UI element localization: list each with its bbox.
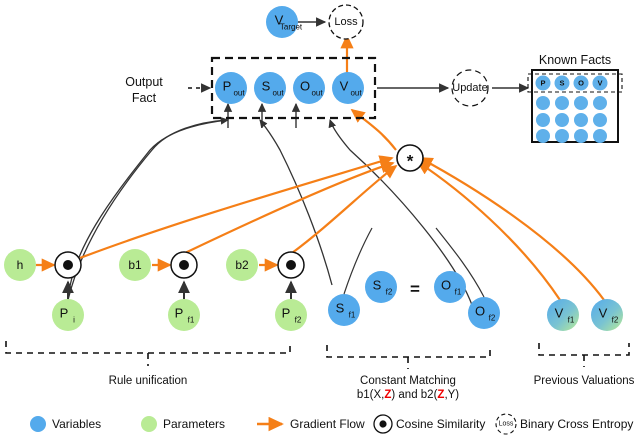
legend-variables-swatch [30, 416, 46, 432]
legend-parameters-label: Parameters [163, 417, 225, 431]
node-o-out-main: O [300, 79, 310, 94]
node-o-f1-main: O [441, 278, 451, 293]
brace-rule-unification [5, 341, 291, 354]
caption-constant-matching: Constant Matching [360, 375, 456, 387]
legend-binary-cross-entropy-label: Binary Cross Entropy [520, 417, 633, 431]
node-update: Update [451, 69, 489, 107]
known-facts-header-p: P [540, 79, 545, 88]
output-fact-label-line2: Fact [132, 91, 157, 105]
node-loss: Loss [328, 4, 364, 40]
node-o-f1: O f1 [434, 271, 466, 303]
node-p-f1-main: P [175, 306, 184, 321]
node-p-out-main: P [223, 79, 232, 94]
legend: Variables Parameters Gradient Flow Cosin… [30, 413, 633, 435]
node-v-out: V out [332, 72, 364, 104]
node-v-f1-main: V [555, 306, 564, 321]
node-s-f1-main: S [336, 301, 345, 316]
node-v-target: V Target [266, 6, 303, 38]
legend-variables-label: Variables [52, 417, 101, 431]
formula-part-4: ,Y) [444, 389, 459, 401]
caption-constant-matching-formula: b1(X,Z) and b2(Z,Y) [357, 389, 459, 401]
node-o-f2-sub: f2 [489, 314, 496, 323]
node-s-f1-sub: f1 [349, 311, 356, 320]
constant-matching-curves [343, 227, 485, 298]
node-v-out-sub: out [350, 89, 362, 98]
node-update-label: Update [452, 82, 487, 94]
known-facts-body-circles [536, 96, 607, 143]
node-b1: b1 [119, 249, 151, 281]
node-o-out: O out [293, 72, 325, 104]
node-s-f2-main: S [373, 278, 382, 293]
known-facts-title: Known Facts [539, 53, 611, 67]
known-facts-header-row: P S O V [535, 75, 608, 91]
node-loss-label: Loss [334, 16, 358, 28]
node-o-out-sub: out [311, 89, 323, 98]
node-s-f1: S f1 [328, 294, 360, 326]
node-s-out-main: S [262, 79, 271, 94]
node-v-target-sub: Target [280, 23, 303, 32]
output-fact-box [210, 56, 377, 120]
node-p-f2-sub: f2 [295, 316, 302, 325]
node-cosine-2 [170, 251, 198, 279]
node-s-f2-sub: f2 [386, 288, 393, 297]
known-facts-panel: P S O V [527, 69, 623, 143]
node-p-f1: P f1 [168, 299, 200, 331]
formula-part-0: b1(X, [357, 389, 385, 401]
node-cosine-3 [277, 251, 305, 279]
node-o-f1-sub: f1 [455, 288, 462, 297]
node-b2-label: b2 [235, 258, 249, 272]
node-v-target-main: V [275, 13, 284, 28]
node-s-out-sub: out [272, 89, 284, 98]
node-p-f2-main: P [282, 306, 291, 321]
formula-part-2: ) and b2( [391, 389, 437, 401]
caption-rule-unification: Rule unification [109, 375, 188, 387]
node-product: * [396, 144, 424, 172]
known-facts-header-s: S [559, 79, 564, 88]
brace-previous-valuations [538, 343, 630, 356]
legend-cosine-similarity-label: Cosine Similarity [396, 417, 485, 431]
formula-part-3: Z [437, 389, 444, 401]
node-p-f2: P f2 [275, 299, 307, 331]
node-o-f2: O f2 [468, 297, 500, 329]
gradient-flow-edges [36, 34, 605, 301]
output-fact-label-line1: Output [125, 75, 163, 89]
node-s-out: S out [254, 72, 286, 104]
node-v-f1: V f1 [547, 299, 579, 331]
known-facts-header-o: O [578, 79, 584, 88]
group-braces [5, 341, 630, 369]
node-p-i-sub: i [73, 316, 75, 325]
node-o-f2-main: O [475, 304, 485, 319]
equals-sign: = [410, 280, 420, 299]
output-fact-input-arrows [223, 102, 301, 128]
node-v-f1-sub: f1 [568, 316, 575, 325]
node-product-glyph: * [407, 152, 414, 171]
brace-constant-matching [326, 345, 491, 358]
legend-gradient-flow-label: Gradient Flow [290, 417, 365, 431]
legend-loss-glyph-label: Loss [499, 421, 514, 428]
node-v-f2: V f2 [591, 299, 623, 331]
legend-loss-icon: Loss [495, 413, 517, 435]
legend-cosine-similarity-icon [373, 414, 393, 434]
node-s-f2: S f2 [365, 271, 397, 303]
node-b2: b2 [226, 249, 258, 281]
node-v-f2-sub: f2 [612, 316, 619, 325]
known-facts-header-v: V [597, 79, 602, 88]
node-p-f1-sub: f1 [188, 316, 195, 325]
formula-part-1: Z [384, 389, 391, 401]
node-b1-label: b1 [128, 258, 142, 272]
node-h: h [4, 249, 36, 281]
node-h-label: h [17, 258, 24, 272]
forward-edges-group [67, 116, 473, 306]
node-p-i: P i [52, 299, 84, 331]
caption-previous-valuations: Previous Valuations [534, 375, 635, 387]
node-p-i-main: P [60, 306, 69, 321]
node-p-out-sub: out [233, 89, 245, 98]
node-cosine-1 [54, 251, 82, 279]
node-p-out: P out [215, 72, 247, 104]
node-v-f2-main: V [599, 306, 608, 321]
legend-parameters-swatch [141, 416, 157, 432]
node-v-out-main: V [340, 79, 349, 94]
